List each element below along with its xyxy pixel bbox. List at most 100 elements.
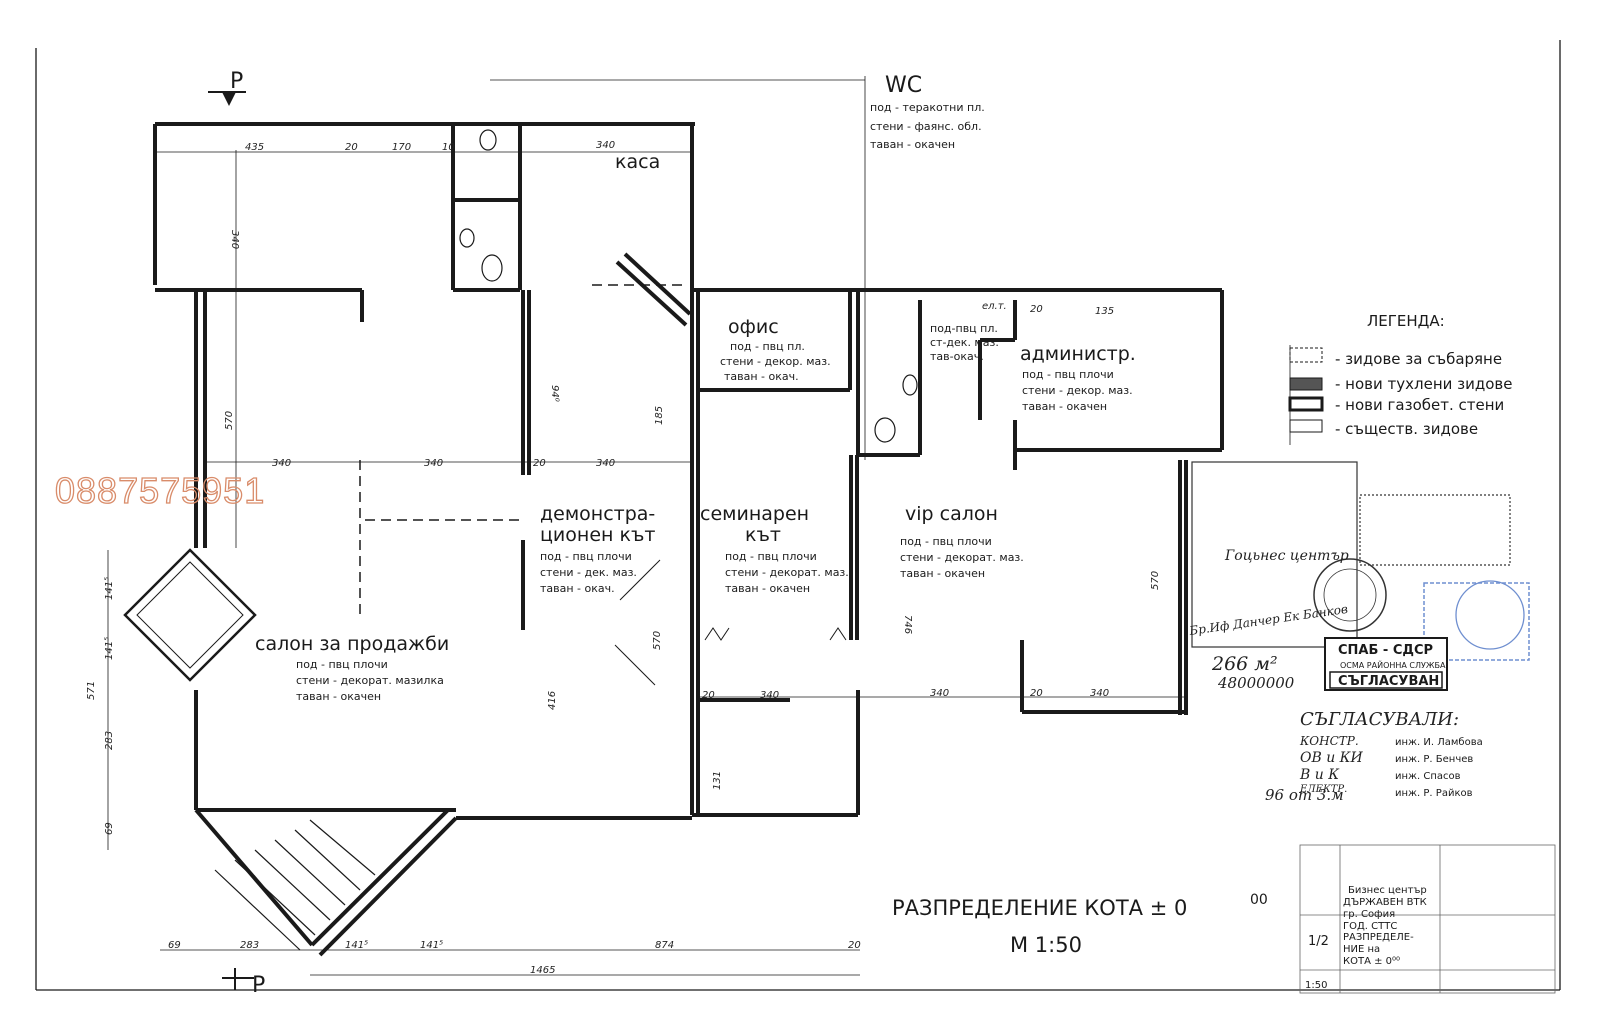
svg-text:266 м²: 266 м²: [1211, 653, 1278, 675]
svg-text:69: 69: [168, 940, 181, 951]
phone-watermark: 0887575951: [55, 470, 265, 511]
room-labels: каса офис под - пвц пл. стени - декор. м…: [255, 151, 1136, 703]
svg-text:141⁵: 141⁵: [104, 637, 115, 660]
svg-text:340: 340: [229, 230, 240, 249]
svg-text:340: 340: [596, 140, 615, 151]
svg-text:135: 135: [1095, 306, 1114, 317]
svg-text:РАЗПРЕДЕЛЕНИЕ КОТА ± 0: РАЗПРЕДЕЛЕНИЕ КОТА ± 0: [892, 896, 1187, 920]
walls: [153, 122, 1224, 957]
svg-text:69: 69: [104, 822, 115, 835]
room-kasa: каса: [615, 151, 660, 173]
legend-title: ЛЕГЕНДА:: [1367, 312, 1445, 330]
wc-legend: WC под - теракотни пл. стени - фаянс. об…: [870, 73, 985, 151]
svg-text:ОСМА РАЙОННА СЛУЖБА: ОСМА РАЙОННА СЛУЖБА: [1340, 659, 1446, 670]
section-mark-bottom: P: [222, 968, 265, 998]
svg-text:ст-дек. маз.: ст-дек. маз.: [930, 336, 999, 349]
section-mark-top: P: [208, 69, 246, 106]
svg-text:340: 340: [596, 458, 615, 469]
wc-title: WC: [885, 73, 922, 98]
svg-text:96 от 3.м: 96 от 3.м: [1265, 786, 1344, 804]
door-swings: [614, 559, 847, 686]
svg-text:М 1:50: М 1:50: [1010, 933, 1082, 957]
svg-text:СПАБ - СДСР: СПАБ - СДСР: [1338, 643, 1433, 658]
svg-text:340: 340: [930, 688, 949, 699]
svg-text:стени - дек. маз.: стени - дек. маз.: [540, 566, 637, 579]
svg-text:СЪГЛАСУВАЛИ:: СЪГЛАСУВАЛИ:: [1300, 709, 1459, 730]
svg-text:стени - декор. маз.: стени - декор. маз.: [1022, 384, 1133, 397]
svg-text:570: 570: [1150, 571, 1161, 590]
svg-text:283: 283: [240, 940, 259, 951]
svg-text:48000000: 48000000: [1217, 674, 1295, 692]
drawing-frame: [35, 40, 1561, 991]
svg-text:инж. Р. Бенчев: инж. Р. Бенчев: [1395, 754, 1473, 765]
svg-text:ЕЛЕКТР.: ЕЛЕКТР.: [1299, 784, 1347, 795]
svg-text:416: 416: [547, 691, 558, 710]
svg-text:таван - окачен: таван - окачен: [900, 567, 985, 580]
svg-text:Бизнес център: Бизнес център: [1348, 885, 1427, 896]
svg-text:- нови газобет. стени: - нови газобет. стени: [1335, 396, 1504, 414]
svg-text:под - пвц плочи: под - пвц плочи: [725, 550, 817, 563]
room-admin: администр.: [1020, 343, 1136, 365]
svg-text:под - теракотни пл.: под - теракотни пл.: [870, 101, 985, 114]
svg-text:ОВ и КИ: ОВ и КИ: [1300, 750, 1364, 766]
approval-stamps: СПАБ - СДСР ОСМА РАЙОННА СЛУЖБА СЪГЛАСУВ…: [1187, 461, 1556, 994]
svg-text:141⁵: 141⁵: [104, 577, 115, 600]
svg-text:ДЪРЖАВЕН ВТК: ДЪРЖАВЕН ВТК: [1343, 897, 1427, 908]
room-sales: салон за продажби: [255, 633, 449, 655]
svg-text:141⁵: 141⁵: [420, 940, 443, 951]
svg-text:94⁰: 94⁰: [549, 385, 560, 402]
svg-text:746: 746: [902, 615, 913, 634]
svg-text:20: 20: [1030, 688, 1043, 699]
entrance-stairs: [214, 819, 376, 951]
svg-text:340: 340: [424, 458, 443, 469]
svg-text:таван - окачен: таван - окачен: [296, 690, 381, 703]
svg-text:таван - окач.: таван - окач.: [540, 582, 615, 595]
svg-text:ГОД. СТТС: ГОД. СТТС: [1343, 921, 1397, 932]
svg-text:ел.т.: ел.т.: [982, 301, 1007, 312]
svg-text:ционен кът: ционен кът: [540, 524, 655, 546]
svg-text:185: 185: [654, 406, 665, 425]
display-window-diamond: [123, 548, 257, 682]
svg-text:571: 571: [86, 681, 97, 700]
svg-text:таван - окачен: таван - окачен: [725, 582, 810, 595]
svg-text:таван - окач.: таван - окач.: [724, 370, 799, 383]
svg-text:таван - окачен: таван - окачен: [1022, 400, 1107, 413]
svg-text:стени - декорат. маз.: стени - декорат. маз.: [725, 566, 849, 579]
svg-text:20: 20: [533, 458, 546, 469]
svg-text:340: 340: [760, 690, 779, 701]
svg-text:P: P: [252, 973, 265, 998]
svg-text:20: 20: [848, 940, 861, 951]
svg-text:20: 20: [1030, 304, 1043, 315]
svg-text:131: 131: [712, 771, 723, 790]
svg-text:- нови тухлени зидове: - нови тухлени зидове: [1335, 375, 1513, 393]
svg-text:1465: 1465: [530, 965, 555, 976]
svg-text:874: 874: [655, 940, 674, 951]
svg-text:под - пвц плочи: под - пвц плочи: [540, 550, 632, 563]
svg-text:1:50: 1:50: [1305, 980, 1327, 991]
room-demo: демонстра-: [540, 503, 655, 525]
room-seminar: семинарен: [700, 503, 809, 525]
svg-text:570: 570: [224, 411, 235, 430]
svg-text:РАЗПРЕДЕЛЕ-: РАЗПРЕДЕЛЕ-: [1343, 932, 1414, 943]
svg-text:10: 10: [442, 142, 455, 153]
svg-text:под - пвц плочи: под - пвц плочи: [1022, 368, 1114, 381]
svg-text:стени - декор. маз.: стени - декор. маз.: [720, 355, 831, 368]
svg-text:435: 435: [245, 142, 264, 153]
svg-text:кът: кът: [745, 524, 781, 546]
wc-fixtures: [459, 129, 918, 443]
svg-text:1/2: 1/2: [1308, 934, 1329, 949]
svg-text:В и К: В и К: [1299, 767, 1340, 783]
svg-text:стени - декорат. мазилка: стени - декорат. мазилка: [296, 674, 444, 687]
demolished-walls: [359, 284, 686, 620]
svg-text:стени - декорат. маз.: стени - декорат. маз.: [900, 551, 1024, 564]
svg-text:- съществ. зидове: - съществ. зидове: [1335, 420, 1478, 438]
svg-text:340: 340: [1090, 688, 1109, 699]
svg-text:НИЕ на: НИЕ на: [1343, 944, 1380, 955]
svg-text:283: 283: [104, 731, 115, 750]
svg-text:20: 20: [345, 142, 358, 153]
svg-text:под - пвц пл.: под - пвц пл.: [730, 340, 805, 353]
svg-text:стени - фаянс. обл.: стени - фаянс. обл.: [870, 120, 982, 133]
svg-text:Гоцьнес център: Гоцьнес център: [1224, 548, 1349, 564]
svg-text:под - пвц плочи: под - пвц плочи: [296, 658, 388, 671]
